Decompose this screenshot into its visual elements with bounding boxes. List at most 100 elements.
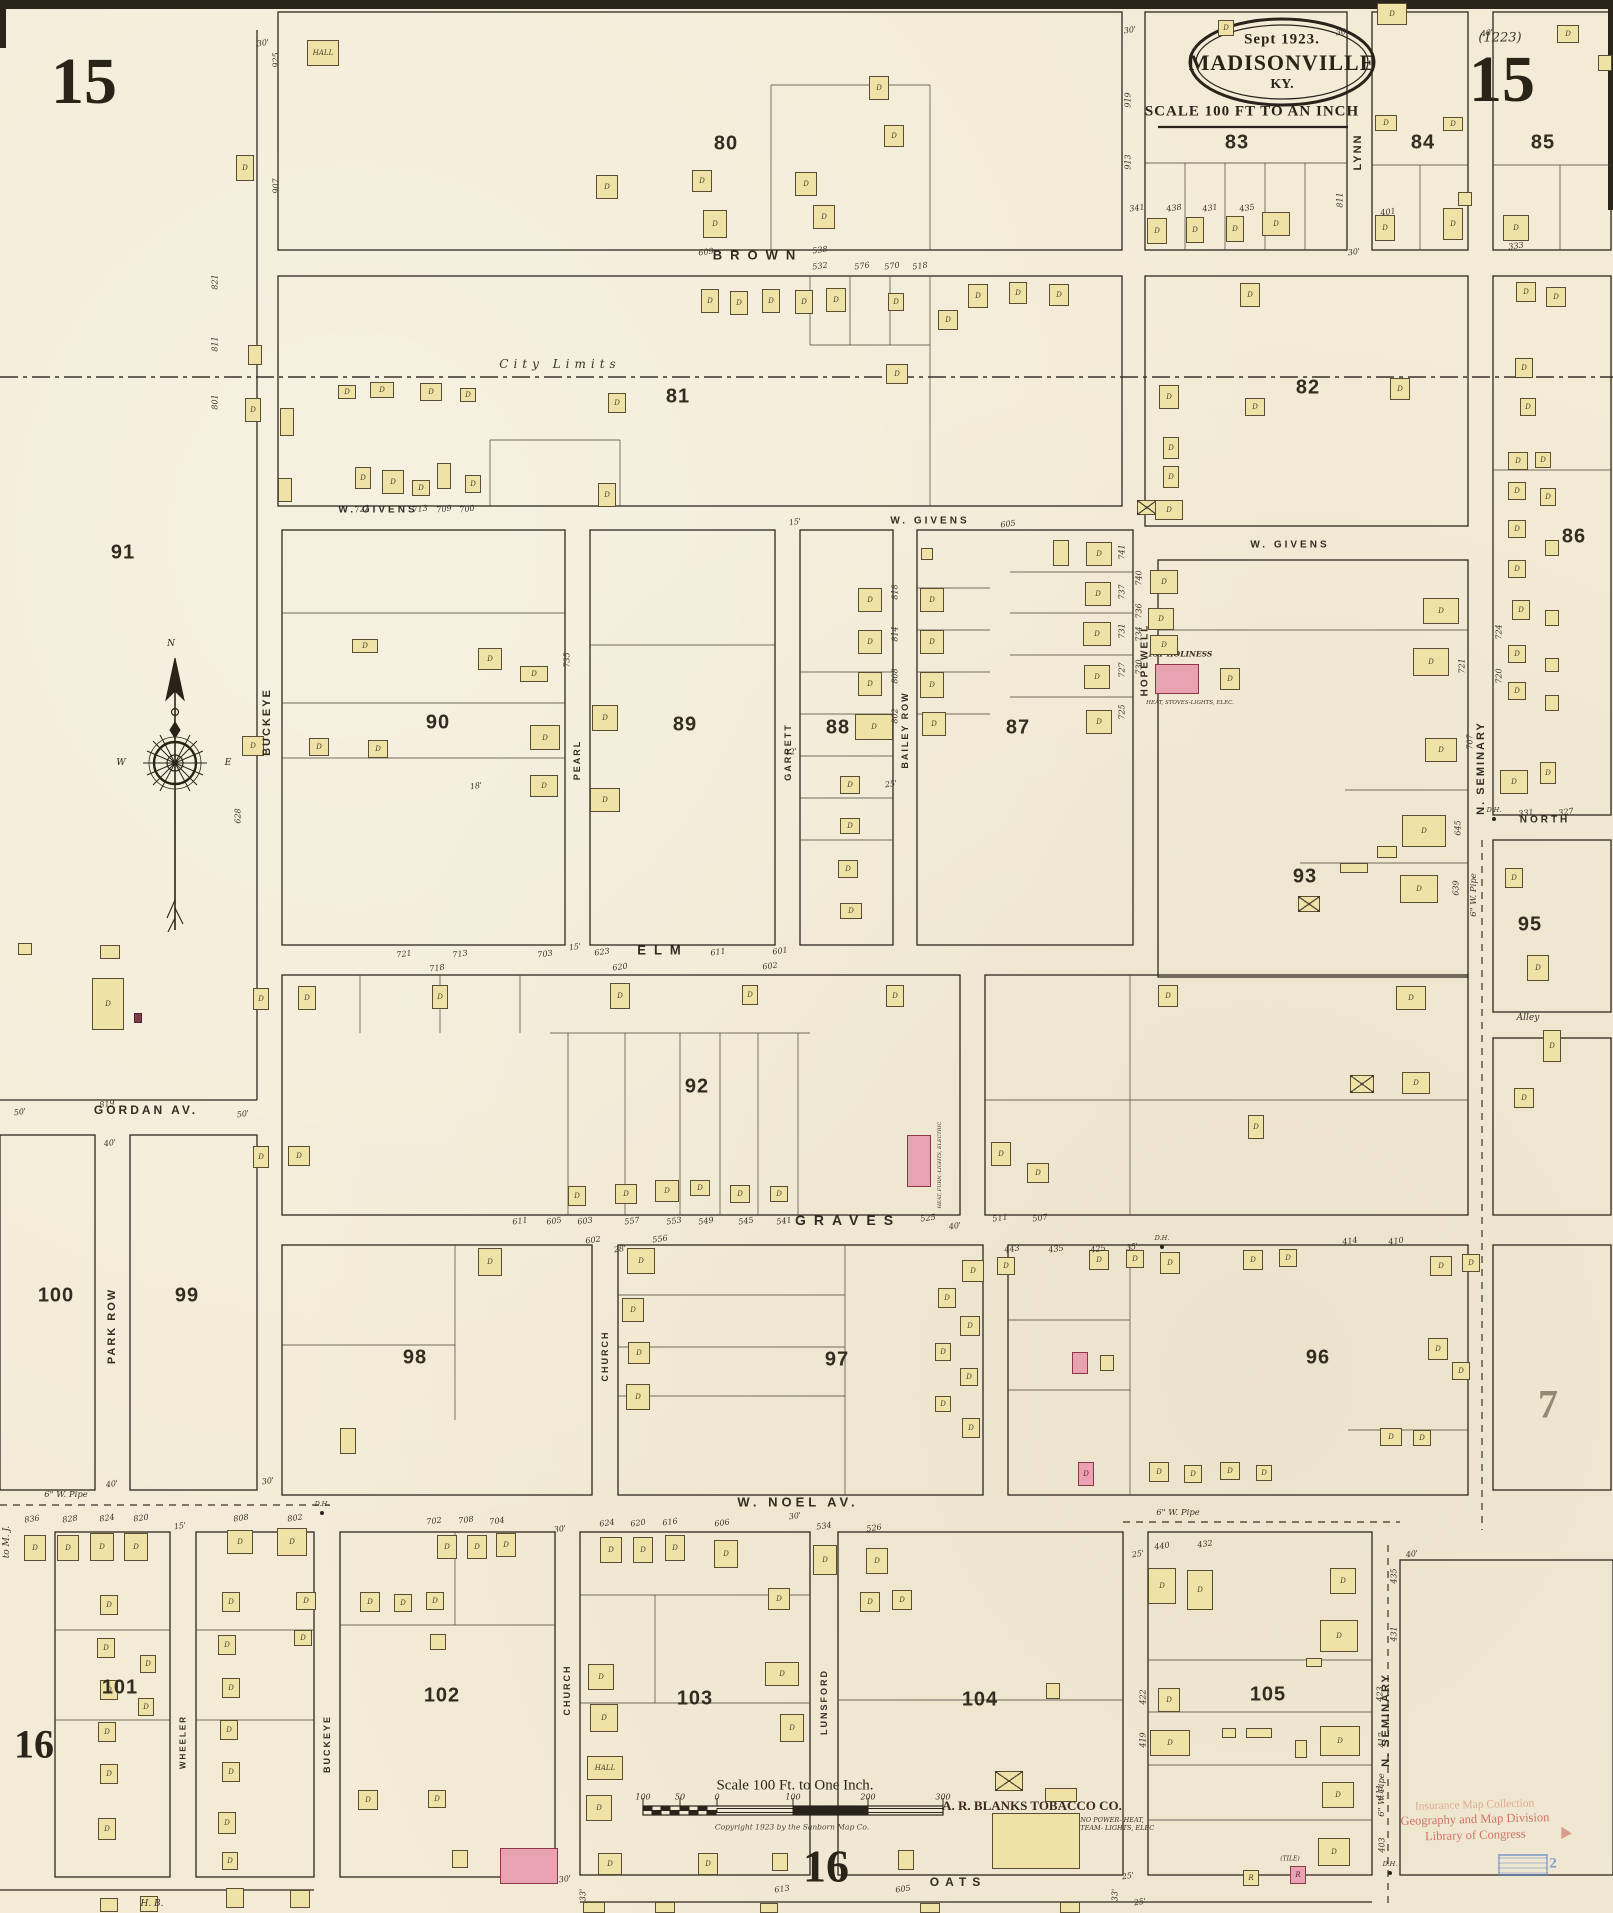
map-annotation: H. B. bbox=[140, 1899, 164, 1909]
dwelling-footprint: D bbox=[1557, 25, 1579, 43]
dwelling-footprint: D bbox=[530, 775, 558, 797]
dwelling-footprint bbox=[1060, 1902, 1080, 1913]
dwelling-footprint bbox=[430, 1634, 446, 1650]
house-number: 645 bbox=[1453, 820, 1463, 836]
dwelling-footprint bbox=[1046, 1683, 1060, 1699]
dwelling-footprint: D bbox=[813, 205, 835, 229]
compass-rose bbox=[143, 657, 207, 933]
dwelling-footprint: D bbox=[296, 1592, 316, 1610]
dwelling-footprint: D bbox=[598, 1853, 622, 1875]
water-pipe-lines bbox=[0, 840, 1483, 1908]
house-number: 403 bbox=[1377, 1837, 1387, 1853]
dwelling-footprint: D bbox=[1377, 3, 1407, 25]
double-hydrant-dot bbox=[1160, 1245, 1164, 1249]
house-number: 33' bbox=[578, 1888, 588, 1902]
dwelling-footprint: D bbox=[962, 1260, 984, 1282]
block-number-label: 90 bbox=[425, 711, 451, 734]
house-number: 18' bbox=[469, 780, 483, 792]
dwelling-footprint: D bbox=[1148, 608, 1174, 630]
dwelling-footprint: D bbox=[530, 725, 560, 750]
scale-tick-label: 200 bbox=[860, 1792, 876, 1802]
house-number: 727 bbox=[1117, 662, 1127, 678]
block-number-label: 92 bbox=[684, 1075, 710, 1098]
dwelling-footprint: D bbox=[368, 740, 388, 758]
house-number: 811 bbox=[1335, 192, 1345, 208]
house-number: 30' bbox=[1347, 246, 1361, 258]
water-pipe-label: 6" W. Pipe bbox=[1377, 1773, 1387, 1817]
days-chapel-note: HEAT, FURN.-LIGHTS, ELECTRIC bbox=[937, 1121, 943, 1209]
dwelling-footprint: D bbox=[360, 1592, 380, 1612]
dwelling-footprint: D bbox=[1402, 1072, 1430, 1094]
dwelling-footprint: D bbox=[1320, 1726, 1360, 1756]
dwelling-footprint: D bbox=[412, 480, 430, 496]
dwelling-footprint: D bbox=[858, 630, 882, 654]
block-number-label: 81 bbox=[665, 385, 691, 408]
dwelling-footprint bbox=[1458, 192, 1472, 206]
dwelling-footprint: D bbox=[294, 1630, 312, 1646]
dwelling-footprint: D bbox=[762, 289, 780, 313]
house-number: 919 bbox=[1123, 92, 1133, 108]
map-annotation: Alley bbox=[1516, 1013, 1540, 1023]
house-number: 740 bbox=[1134, 570, 1144, 586]
dwelling-footprint: D bbox=[1089, 1250, 1109, 1270]
dwelling-footprint: D bbox=[858, 672, 882, 696]
dwelling-footprint: D bbox=[1083, 622, 1111, 646]
dwelling-footprint: D bbox=[1375, 115, 1397, 131]
dwelling-footprint: D bbox=[935, 1396, 951, 1412]
street-name-label: NORTH bbox=[1519, 814, 1571, 826]
scale-tick-label: 50 bbox=[674, 1792, 686, 1802]
dwelling-footprint bbox=[1598, 55, 1612, 71]
street-name-label: CHURCH bbox=[562, 1664, 572, 1716]
dwelling-footprint: D bbox=[1158, 1688, 1180, 1712]
tobacco-note-line2: STEAM- LIGHTS, ELEC bbox=[1075, 1824, 1155, 1832]
block-number-label: 95 bbox=[1517, 913, 1543, 936]
dwelling-footprint bbox=[1045, 1788, 1077, 1802]
house-number: 25' bbox=[1121, 1870, 1135, 1882]
house-number: 814 bbox=[890, 626, 900, 642]
dwelling-footprint: D bbox=[1535, 452, 1551, 468]
dwelling-footprint: D bbox=[840, 818, 860, 834]
dwelling-footprint: D bbox=[222, 1678, 240, 1698]
holiness-church-name: 1ST HOLINESS bbox=[1147, 649, 1213, 659]
dwelling-footprint: D bbox=[869, 76, 889, 100]
house-number: 925 bbox=[271, 52, 281, 68]
block-number-label: 88 bbox=[825, 716, 851, 739]
dwelling-footprint: D bbox=[253, 988, 269, 1010]
dwelling-footprint: D bbox=[935, 1343, 951, 1361]
dwelling-footprint: D bbox=[1279, 1249, 1297, 1267]
dwelling-footprint: D bbox=[960, 1368, 978, 1386]
blue-accession-mark bbox=[1498, 1854, 1548, 1876]
dwelling-footprint: D bbox=[768, 1588, 790, 1610]
dwelling-footprint: HALL bbox=[587, 1756, 623, 1780]
dwelling-footprint: D bbox=[1009, 282, 1027, 304]
dwelling-footprint: D bbox=[960, 1316, 980, 1336]
dwelling-footprint: D bbox=[1160, 1252, 1180, 1274]
dwelling-footprint: D bbox=[1150, 635, 1178, 655]
house-number: 808 bbox=[890, 668, 900, 684]
dwelling-footprint: D bbox=[742, 985, 758, 1005]
dwelling-footprint bbox=[921, 548, 933, 560]
dwelling-footprint: D bbox=[298, 986, 316, 1010]
dwelling-footprint: D bbox=[826, 288, 846, 312]
dwelling-footprint: D bbox=[997, 1257, 1015, 1275]
street-name-label: BUCKEYE bbox=[322, 1714, 332, 1774]
dwelling-footprint: D bbox=[1248, 1115, 1264, 1139]
dwelling-footprint: D bbox=[838, 860, 858, 878]
house-number: 30' bbox=[1335, 26, 1349, 38]
sheet-number-bottom-left: 16 bbox=[14, 1721, 54, 1767]
block-number-label: 104 bbox=[961, 1688, 999, 1711]
dwelling-footprint: D bbox=[858, 588, 882, 612]
dwelling-footprint: D bbox=[1402, 815, 1446, 847]
map-annotation: to M. J. bbox=[2, 1525, 12, 1559]
dwelling-footprint: R bbox=[1243, 1870, 1259, 1886]
dwelling-footprint: D bbox=[665, 1535, 685, 1561]
dwelling-footprint: D bbox=[1508, 482, 1526, 500]
house-number: 639 bbox=[1451, 880, 1461, 896]
dwelling-footprint: D bbox=[496, 1533, 516, 1557]
dwelling-footprint bbox=[100, 945, 120, 959]
block-number-label: 99 bbox=[174, 1284, 200, 1307]
dwelling-footprint: D bbox=[590, 1704, 618, 1732]
dwelling-footprint: D bbox=[1508, 560, 1526, 578]
title-scale-note: SCALE 100 FT TO AN INCH bbox=[1144, 103, 1360, 120]
